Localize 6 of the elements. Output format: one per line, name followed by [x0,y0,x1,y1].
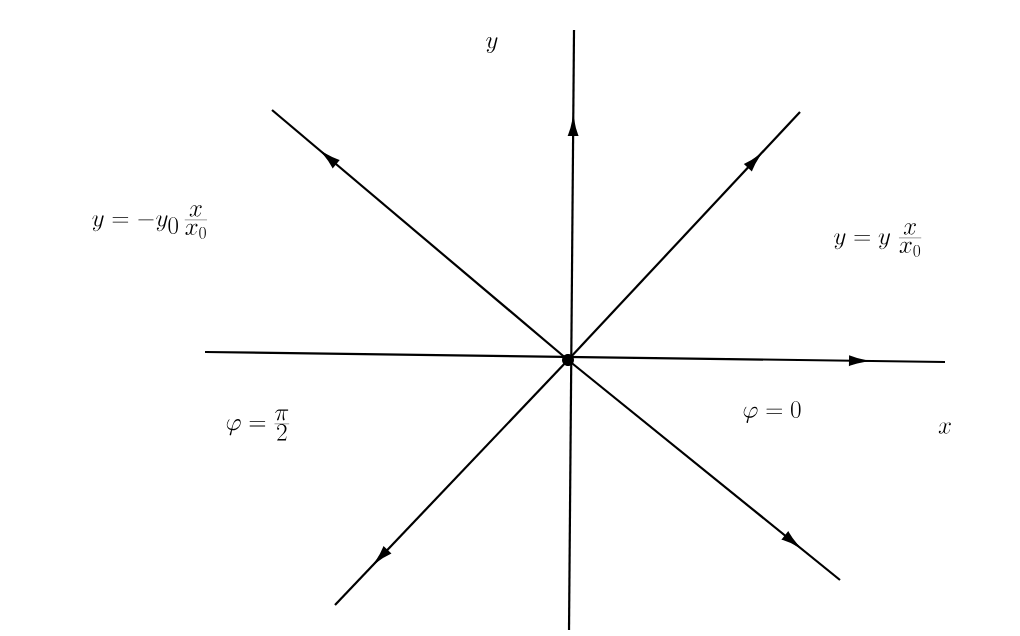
formula-label: $y=y\;\frac{x}{x_0}$ [834,223,922,257]
formula-label: $\varphi=0$ [743,401,801,423]
formula-label: $y$ [486,36,498,53]
formula-label: $\varphi=\frac{\pi}{2}$ [226,409,290,441]
formula-label: $x$ [938,422,951,434]
formula-label: $y=-y_0\,\frac{x}{x_0}$ [92,205,208,239]
